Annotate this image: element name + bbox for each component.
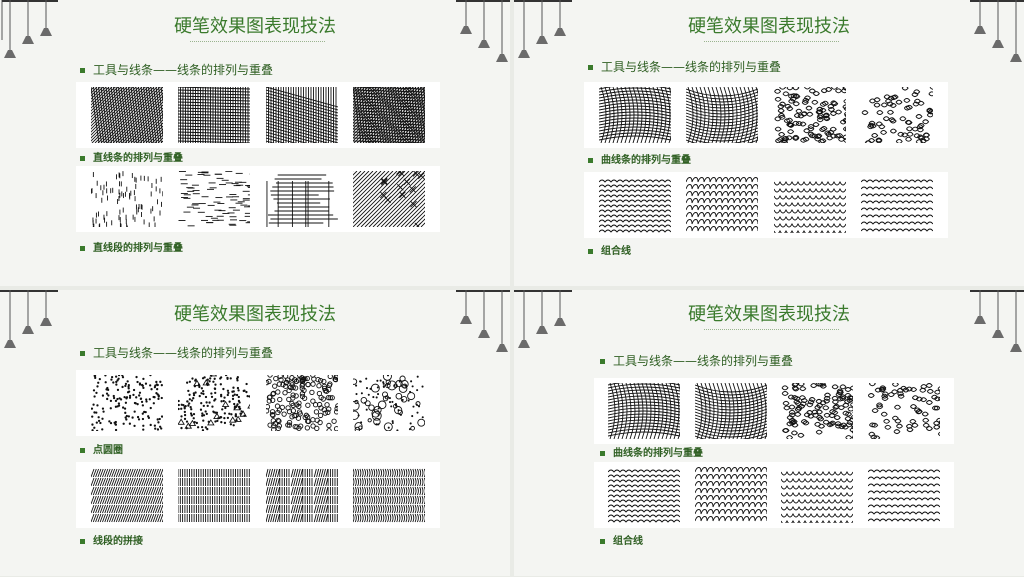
- title-underline: [704, 41, 839, 42]
- caption-text: 组合线: [601, 246, 631, 257]
- caption-text: 直线条的排列与重叠: [93, 153, 183, 164]
- bullet-icon: [588, 65, 593, 70]
- title-underline: [190, 41, 325, 42]
- scribble-dense-swatch: [781, 383, 854, 439]
- section-subheading: 工具与线条——线条的排列与重叠: [80, 344, 273, 361]
- curve-grid-warp-swatch: [694, 383, 767, 439]
- pendant-lamp-right-icon: [970, 290, 1024, 352]
- scallop-grid-swatch: [781, 470, 854, 523]
- caption-text: 曲线条的排列与重叠: [601, 155, 691, 166]
- subheading-text: 工具与线条——线条的排列与重叠: [93, 63, 274, 77]
- slide-top-left: 硬笔效果图表现技法 工具与线条——线条的排列与重叠 直线条的排列与重叠 直线段的…: [0, 0, 510, 286]
- loop-rows-swatch: [694, 467, 767, 522]
- bullet-icon: [600, 538, 605, 544]
- pattern-strip: [76, 370, 440, 436]
- dots-scatter-swatch: [91, 375, 164, 431]
- panel-gutter-horizontal: [0, 286, 1024, 290]
- pendant-lamp-left-icon: [514, 0, 574, 62]
- strokes-slanted-swatch: [91, 468, 164, 523]
- bullet-icon: [80, 351, 85, 356]
- pattern-strip: [594, 378, 954, 444]
- slide-title: 硬笔效果图表现技法: [174, 16, 336, 37]
- circles-loose-swatch: [352, 375, 425, 431]
- wave-rows-swatch: [860, 179, 933, 232]
- row-caption: 曲线条的排列与重叠: [588, 151, 691, 166]
- pattern-strip: [76, 166, 440, 232]
- pattern-strip: [76, 462, 440, 528]
- bullet-icon: [80, 245, 85, 251]
- wave-rows-swatch: [867, 469, 940, 522]
- title-underline: [704, 329, 839, 330]
- circles-dense-swatch: [265, 375, 338, 431]
- hatch-grid-dense-swatch: [178, 87, 251, 143]
- row-caption: 组合线: [588, 242, 631, 257]
- bullet-icon: [600, 450, 605, 456]
- pattern-strip: [584, 172, 948, 238]
- pattern-strip: [594, 462, 954, 528]
- section-subheading: 工具与线条——线条的排列与重叠: [600, 352, 793, 369]
- dash-vertical-swatch: [91, 171, 164, 227]
- scribble-dense-swatch: [773, 87, 846, 143]
- pattern-strip: [584, 82, 948, 148]
- bullet-icon: [588, 248, 593, 254]
- row-caption: 直线段的排列与重叠: [80, 239, 183, 254]
- row-caption: 组合线: [600, 532, 643, 547]
- strokes-mixed-swatch: [265, 468, 338, 523]
- caption-text: 组合线: [613, 536, 643, 547]
- slide-bottom-right: 硬笔效果图表现技法 工具与线条——线条的排列与重叠 曲线条的排列与重叠 组合线: [514, 290, 1024, 576]
- caption-text: 直线段的排列与重叠: [93, 243, 183, 254]
- dash-horizontal-swatch: [178, 171, 251, 227]
- hatch-diagonal-dark-swatch: [352, 87, 425, 143]
- slide-bottom-left: 硬笔效果图表现技法 工具与线条——线条的排列与重叠 点圆圈 线段的拼接: [0, 290, 510, 576]
- slide-title: 硬笔效果图表现技法: [688, 304, 850, 325]
- curve-grid-warp-swatch: [686, 87, 759, 143]
- dots-triangles-swatch: [178, 375, 251, 431]
- bullet-icon: [80, 447, 85, 453]
- subheading-text: 工具与线条——线条的排列与重叠: [601, 60, 782, 74]
- row-caption: 曲线条的排列与重叠: [600, 444, 703, 459]
- pendant-lamp-left-icon: [0, 290, 60, 352]
- long-lines-horizontal-swatch: [266, 174, 338, 227]
- strokes-vertical-swatch: [178, 469, 251, 522]
- row-caption: 线段的拼接: [80, 532, 143, 547]
- caption-text: 线段的拼接: [93, 536, 143, 547]
- bullet-icon: [80, 68, 85, 73]
- scribble-loose-swatch: [867, 383, 940, 439]
- section-subheading: 工具与线条——线条的排列与重叠: [588, 58, 781, 75]
- strokes-wavy-swatch: [352, 468, 425, 523]
- cross-marks-swatch: [352, 171, 425, 227]
- pattern-strip: [76, 82, 440, 148]
- title-underline: [190, 329, 325, 330]
- scribble-loose-swatch: [861, 87, 933, 143]
- subheading-text: 工具与线条——线条的排列与重叠: [613, 354, 794, 368]
- slide-top-right: 硬笔效果图表现技法 工具与线条——线条的排列与重叠 曲线条的排列与重叠 组合线: [514, 0, 1024, 286]
- row-caption: 直线条的排列与重叠: [80, 149, 183, 164]
- bullet-icon: [80, 538, 85, 544]
- caption-text: 点圆圈: [93, 445, 123, 456]
- pendant-lamp-right-icon: [456, 0, 510, 62]
- wave-dense-rows-swatch: [608, 469, 681, 523]
- loop-rows-swatch: [686, 177, 759, 232]
- slide-title: 硬笔效果图表现技法: [174, 304, 336, 325]
- row-caption: 点圆圈: [80, 441, 123, 456]
- wave-dense-rows-swatch: [599, 179, 672, 233]
- subheading-text: 工具与线条——线条的排列与重叠: [93, 346, 274, 360]
- bullet-icon: [600, 359, 605, 364]
- section-subheading: 工具与线条——线条的排列与重叠: [80, 61, 273, 78]
- slide-title: 硬笔效果图表现技法: [688, 16, 850, 37]
- bullet-icon: [588, 157, 593, 163]
- hatch-diagonal-overlap-swatch: [91, 87, 164, 143]
- caption-text: 曲线条的排列与重叠: [613, 448, 703, 459]
- scallop-grid-swatch: [773, 180, 846, 233]
- pendant-lamp-left-icon: [514, 290, 574, 352]
- curve-overlap-swatch: [599, 87, 672, 143]
- curve-overlap-swatch: [608, 383, 681, 439]
- pendant-lamp-left-icon: [0, 0, 60, 62]
- pendant-lamp-right-icon: [456, 290, 510, 352]
- bullet-icon: [80, 155, 85, 161]
- pendant-lamp-right-icon: [970, 0, 1024, 62]
- hatch-crossed-light-swatch: [265, 87, 338, 143]
